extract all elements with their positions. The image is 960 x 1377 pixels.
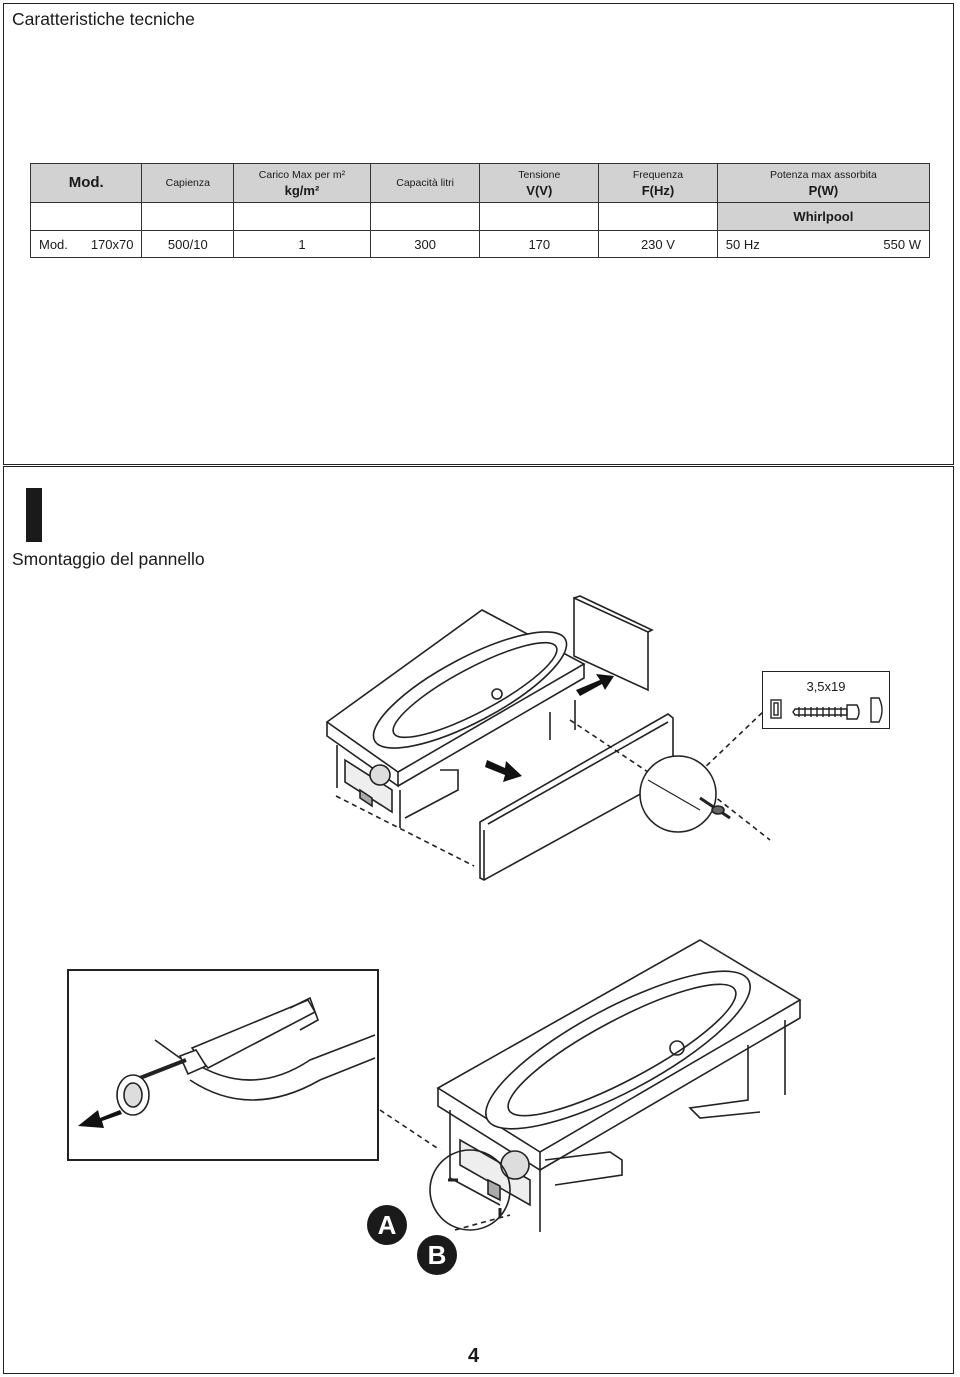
disassembly-frame [3,466,954,1374]
col-capacita: Capacità litri [369,163,481,203]
screw-icon [770,697,883,723]
callout-a-icon: A [367,1205,407,1245]
subsection-title: Smontaggio del pannello [12,549,205,569]
mod-prefix: Mod. [39,236,68,252]
whirlpool-subheader: Whirlpool [716,202,931,231]
table-row: Mod. 170x70 500/10 1 300 170 230 V 50 Hz… [29,230,931,258]
section-title: Caratteristiche tecniche [12,9,195,29]
freq-value: 50 Hz [725,236,760,252]
col-capienza: Capienza [141,163,235,203]
screw-detail-box: 3,5x19 [762,671,890,729]
cell-tensione: 230 V [598,230,718,258]
page-number: 4 [468,1345,480,1367]
section-marker-bar [26,488,42,542]
specs-frame [3,3,954,465]
cell-capienza: 1 [233,230,371,258]
callout-b-label: B [428,1240,447,1270]
cell-mod: Mod. 170x70 [29,230,143,258]
power-value: 550 W [883,236,921,252]
cell-carico: 300 [369,230,481,258]
callout-a-label: A [378,1210,397,1240]
cell-capienza-a: 500/10 [141,230,235,258]
screw-size-label: 3,5x19 [806,679,846,694]
callout-b-icon: B [417,1235,457,1275]
col-mod: Mod. [29,163,143,203]
cell-frequenza-potenza: 50 Hz 550 W [716,230,931,258]
mod-value: 170x70 [90,236,134,252]
